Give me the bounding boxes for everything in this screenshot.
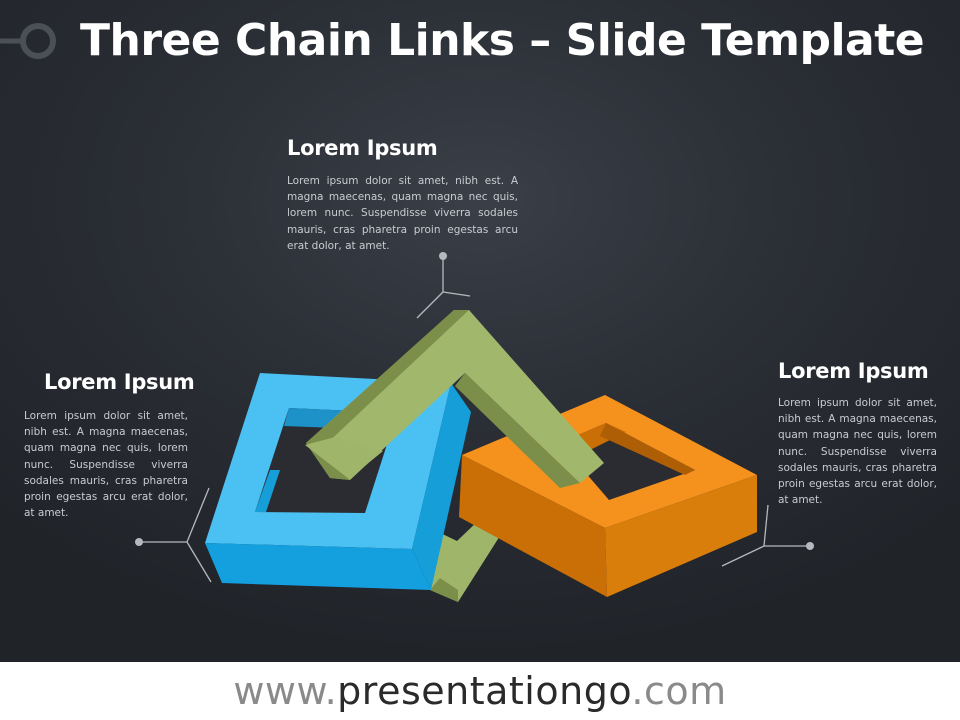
footer-url-brand: presentationgo — [337, 669, 632, 713]
green-chain-link-front — [305, 310, 604, 488]
footer-url-suffix: .com — [631, 669, 727, 713]
connector-left — [135, 487, 212, 583]
slide: Three Chain Links – Slide Template — [0, 0, 960, 662]
block-top-heading: Lorem Ipsum — [287, 136, 438, 160]
connector-top — [416, 252, 471, 319]
connector-right — [721, 504, 814, 567]
block-right-heading: Lorem Ipsum — [778, 359, 929, 383]
chain-links-diagram — [135, 252, 814, 602]
footer-url[interactable]: www.presentationgo.com — [0, 662, 960, 720]
footer-url-prefix: www. — [233, 669, 338, 713]
block-top-body: Lorem ipsum dolor sit amet, nibh est. A … — [287, 175, 518, 252]
block-right-body: Lorem ipsum dolor sit amet, nibh est. A … — [778, 397, 937, 507]
blue-chain-link — [205, 373, 471, 590]
slide-title: Three Chain Links – Slide Template — [80, 15, 925, 66]
block-left-heading: Lorem Ipsum — [44, 370, 195, 394]
block-left-body: Lorem ipsum dolor sit amet, nibh est. A … — [24, 410, 188, 520]
title-ring-icon — [0, 23, 56, 59]
